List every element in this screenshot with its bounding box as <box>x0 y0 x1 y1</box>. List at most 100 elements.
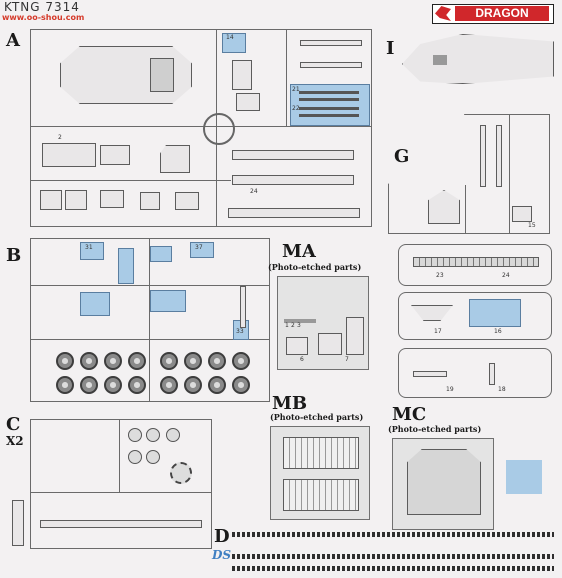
part-b31-highlight <box>80 242 104 260</box>
track-link-row-3 <box>232 566 554 571</box>
watermark: www.oo-shou.com <box>2 13 85 22</box>
sprue-label-g: G <box>394 146 410 167</box>
part-a24 <box>232 175 354 185</box>
sprue-box-2 <box>398 292 552 340</box>
brand-logo: DRAGON <box>432 4 554 24</box>
road-wheel <box>128 352 146 370</box>
hull-floor-inner <box>150 58 174 92</box>
part-number-box2-16: 16 <box>494 328 502 335</box>
road-wheel <box>80 352 98 370</box>
part-b37-highlight <box>190 242 214 258</box>
part-g-rod1 <box>480 125 486 187</box>
road-wheel <box>56 376 74 394</box>
pe-sample-swatch <box>506 460 542 494</box>
part-number-ma3: 3 <box>297 322 301 329</box>
track-link-row-2 <box>232 554 554 559</box>
road-wheel <box>184 352 202 370</box>
road-wheel <box>128 376 146 394</box>
part-number-b37: 37 <box>195 244 203 251</box>
part-number-a14: 14 <box>226 34 234 41</box>
sprue-a-hub <box>203 113 235 145</box>
part-g15 <box>512 206 532 222</box>
sprue-label-mc: MC <box>392 404 427 425</box>
part-number-box1-23: 23 <box>436 272 444 279</box>
part-b35-highlight <box>150 246 172 262</box>
part-number-box1-24: 24 <box>502 272 510 279</box>
brand-logo-icon <box>435 6 451 21</box>
part-a7 <box>65 190 87 210</box>
part-b34-highlight <box>80 292 110 316</box>
part-number-a22: 22 <box>292 105 300 112</box>
sprue-label-i: I <box>386 38 395 59</box>
part-a14-highlight <box>222 33 246 53</box>
sprue-label-ma: MA <box>282 241 316 262</box>
road-wheel <box>104 376 122 394</box>
part-number-b33: 33 <box>236 328 244 335</box>
road-wheel <box>208 352 226 370</box>
part-a20b <box>300 62 362 68</box>
part-a25-32 <box>228 208 360 218</box>
part-number-box2-17: 17 <box>434 328 442 335</box>
hull-upper-part <box>402 34 554 84</box>
pe-fret-ma <box>277 276 369 370</box>
part-a23 <box>232 150 354 160</box>
sprue-label-c: C <box>6 414 21 435</box>
idler-ring <box>166 428 180 442</box>
part-number-box3-19: 19 <box>446 386 454 393</box>
part-number-a2: 2 <box>58 134 62 141</box>
part-b38-highlight <box>150 290 186 312</box>
part-number-ma6: 6 <box>300 356 304 363</box>
sprue-b-frame <box>30 238 270 402</box>
part-a5 <box>160 145 190 173</box>
road-wheel <box>232 376 250 394</box>
idler-ring <box>146 428 160 442</box>
part-a20 <box>300 40 362 46</box>
part-a6 <box>40 190 62 210</box>
road-wheel <box>104 352 122 370</box>
part-number-g15: 15 <box>528 222 536 229</box>
part-g-rod2 <box>496 125 502 187</box>
sprue-label-d: D <box>214 526 230 547</box>
part-b32-highlight <box>118 248 134 284</box>
track-link-row-1 <box>232 532 554 537</box>
sprue-a-frame <box>30 29 372 227</box>
part-a17 <box>232 60 252 90</box>
ma-note: (Photo-etched parts) <box>268 262 362 272</box>
mc-note: (Photo-etched parts) <box>388 424 482 434</box>
part-a2 <box>42 143 96 167</box>
part-a3 <box>100 145 130 165</box>
mb-note: (Photo-etched parts) <box>270 412 364 422</box>
idler-ring <box>128 450 142 464</box>
road-wheel <box>184 376 202 394</box>
part-a19 <box>236 93 260 111</box>
part-number-a21: 21 <box>292 86 300 93</box>
part-number-box3-18: 18 <box>498 386 506 393</box>
part-number-a24: 24 <box>250 188 258 195</box>
part-number-ma7: 7 <box>345 356 349 363</box>
part-a12 <box>175 192 199 210</box>
part-c-side <box>12 500 24 546</box>
sprue-c-qty: X2 <box>6 434 24 448</box>
sprue-box-1 <box>398 244 552 286</box>
road-wheel <box>80 376 98 394</box>
road-wheel <box>160 376 178 394</box>
pe-fret-mb <box>270 426 370 520</box>
part-a8 <box>100 190 124 208</box>
part-number-ma1: 1 <box>285 322 289 329</box>
pe-fret-mc <box>392 438 494 530</box>
idler-ring <box>146 450 160 464</box>
road-wheel <box>208 376 226 394</box>
sprue-box-3 <box>398 348 552 398</box>
road-wheel <box>232 352 250 370</box>
idler-ring <box>128 428 142 442</box>
part-b-rod <box>240 286 246 328</box>
part-a10 <box>140 192 160 210</box>
kit-code: KTNG 7314 <box>4 0 80 14</box>
part-c-drive <box>170 462 192 484</box>
part-number-b31: 31 <box>85 244 93 251</box>
sprue-label-a: A <box>6 30 20 51</box>
sprue-label-mb: MB <box>272 393 308 414</box>
brand-logo-text: DRAGON <box>455 6 549 21</box>
ds-logo: DS <box>212 548 232 562</box>
part-c-bar <box>40 520 202 528</box>
